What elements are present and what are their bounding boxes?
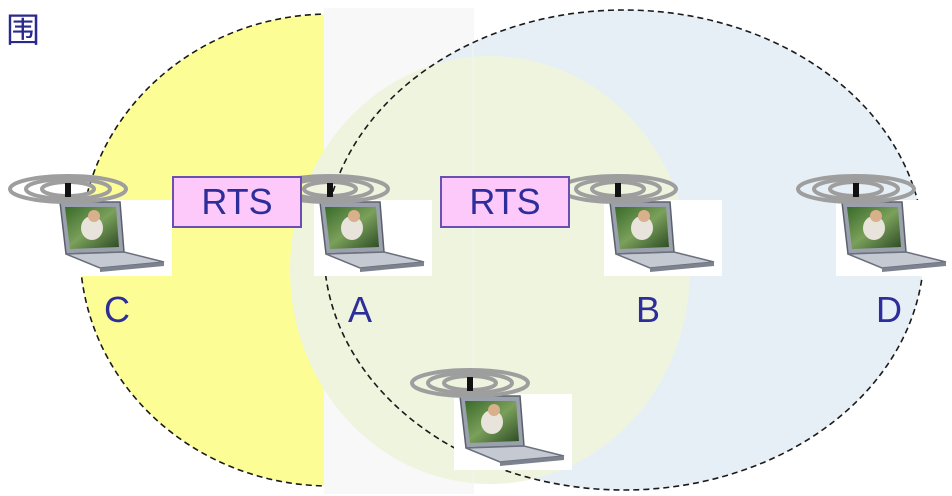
wireless-signal-icon-d bbox=[796, 174, 916, 204]
laptop-icon-a bbox=[313, 199, 433, 277]
node-label-b: B bbox=[636, 289, 661, 330]
rts-message-a-to-b: RTS bbox=[440, 176, 570, 228]
laptop-icon-e bbox=[453, 393, 573, 471]
rts-message-c-to-a: RTS bbox=[172, 176, 302, 228]
laptop-icon-b bbox=[603, 199, 723, 277]
wireless-signal-icon-b bbox=[558, 174, 678, 204]
corner-text-left: 围 bbox=[6, 11, 40, 51]
node-label-a: A bbox=[348, 289, 373, 330]
laptop-icon-d bbox=[835, 199, 952, 277]
wireless-signal-icon-e bbox=[410, 368, 530, 398]
wireless-signal-icon-c bbox=[8, 174, 128, 204]
node-label-d: D bbox=[876, 289, 902, 330]
node-label-c: C bbox=[104, 289, 130, 330]
laptop-icon-c bbox=[53, 199, 173, 277]
